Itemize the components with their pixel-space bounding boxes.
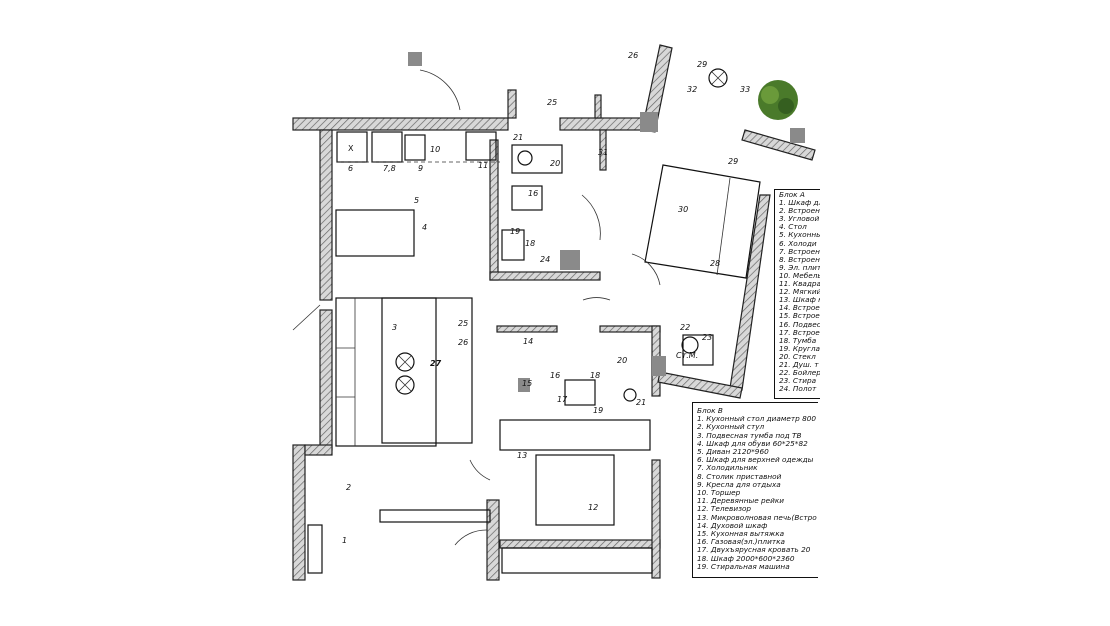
label: 6 xyxy=(348,164,353,173)
legend-item: 5. Диван 2120*960 xyxy=(697,447,769,457)
legend-item: 15. Встрое xyxy=(779,311,820,321)
legend-title: Блок В xyxy=(697,406,723,415)
label: 16 xyxy=(550,371,560,380)
label: 4 xyxy=(422,223,427,232)
legend-block-b: Блок В 1. Кухонный стол диаметр 800 2. К… xyxy=(692,402,818,578)
label: 13 xyxy=(517,451,527,460)
legend-item: 21. Душ. т xyxy=(779,359,819,369)
legend-item: 2. Встроен xyxy=(779,206,820,216)
label: 22 xyxy=(680,323,690,332)
label: 15 xyxy=(522,379,532,388)
legend-item: 23. Стира xyxy=(779,376,817,386)
legend-item: 13. Шкаф н xyxy=(779,295,820,305)
legend-item: 19. Кругла xyxy=(779,343,820,353)
legend-item: 5. Кухонны xyxy=(779,230,820,240)
armchair-icons xyxy=(395,68,728,402)
legend-item: 20. Стекл xyxy=(779,351,816,361)
legend-item: 7. Встроен xyxy=(779,246,820,256)
legend-item: 14. Духовой шкаф xyxy=(697,520,768,530)
label: 7,8 xyxy=(383,164,396,173)
legend-item: 1. Кухонный стол диаметр 800 xyxy=(697,414,817,424)
legend-title: Блок А xyxy=(779,190,805,199)
interior-lines xyxy=(292,69,761,574)
legend-item: 10. Мебель xyxy=(779,270,820,280)
label: 25 xyxy=(547,98,557,107)
legend-item: 15. Кухонная вытяжка xyxy=(697,529,785,539)
label: 21 xyxy=(636,398,646,407)
legend-item: 24. Полот xyxy=(779,384,817,394)
tree-icon xyxy=(758,80,798,120)
label: 27 xyxy=(430,359,442,368)
legend-item: 4. Стол xyxy=(779,222,807,232)
legend-item: 16. Подвес xyxy=(779,319,820,329)
label: 1 xyxy=(342,536,347,545)
legend-item: 9. Кресла для отдыха xyxy=(697,479,781,489)
label: X xyxy=(348,144,354,153)
legend-item: 19. Стиральная машина xyxy=(697,561,790,571)
label: 21 xyxy=(513,133,523,142)
legend-item: 18. Тумба xyxy=(779,335,817,345)
label: 18 xyxy=(590,371,600,380)
label: 26 xyxy=(628,51,638,60)
legend-item: 12. Телевизор xyxy=(697,504,752,514)
legend-item: 22. Бойлер xyxy=(779,368,820,378)
label: 10 xyxy=(430,145,440,154)
label: 14 xyxy=(523,337,533,346)
label: 30 xyxy=(678,205,688,214)
legend-item: 13. Микроволновая печь(Встро xyxy=(697,512,817,522)
legend-item: 3. Подвесная тумба под ТВ xyxy=(697,430,802,440)
label: 20 xyxy=(617,356,627,365)
label: 24 xyxy=(540,255,550,264)
label: 32 xyxy=(687,85,697,94)
label: 17 xyxy=(557,395,568,404)
legend-item: 10. Торшер xyxy=(697,488,741,498)
legend-item: 17. Двухъярусная кровать 20 xyxy=(697,545,811,555)
legend-item: 11. Квадра xyxy=(779,279,820,289)
label: 19 xyxy=(593,406,603,415)
legend-item: 6. Шкаф для верхней одежды xyxy=(697,455,814,465)
legend-item: 7. Холодильник xyxy=(697,463,758,473)
legend-item: 12. Мягкий xyxy=(779,287,820,297)
label: 19 xyxy=(510,227,520,236)
label: 16 xyxy=(528,189,538,198)
legend-item: 8. Встроен xyxy=(779,254,820,264)
label: 29 xyxy=(728,157,738,166)
label: 9 xyxy=(418,164,423,173)
legend-item: 16. Газовая(эл.)плитка xyxy=(697,537,785,547)
legend-item: 14. Встрое xyxy=(779,303,820,313)
label: 3 xyxy=(392,323,397,332)
legend-item: 17. Встрое xyxy=(779,327,820,337)
legend-item: 2. Кухонный стул xyxy=(697,422,765,432)
legend-item: 11. Деревянные рейки xyxy=(697,496,785,506)
label: 26 xyxy=(458,338,468,347)
label: 12 xyxy=(588,503,598,512)
legend-item: 4. Шкаф для обуви 60*25*82 xyxy=(697,438,808,448)
label: 2 xyxy=(346,483,351,492)
label: 29 xyxy=(697,60,707,69)
legend-item: 3. Угловой xyxy=(779,214,820,224)
walls xyxy=(292,44,816,581)
legend-item: 8. Столик приставной xyxy=(697,471,782,481)
label: Ст.М. xyxy=(676,351,698,360)
legend-item: 1. Шкаф дл xyxy=(779,198,820,208)
label: 18 xyxy=(525,239,535,248)
label: 5 xyxy=(414,196,419,205)
label: 11 xyxy=(478,161,488,170)
legend-block-a: Блок А 1. Шкаф дл 2. Встроен 3. Угловой … xyxy=(774,189,820,399)
legend-item: 9. Эл. плит xyxy=(779,262,820,272)
shaded-fixtures xyxy=(408,52,805,392)
label: 20 xyxy=(550,159,560,168)
label: 28 xyxy=(710,259,720,268)
plan-labels: 1 2 3 4 5 6 7,8 9 10 11 12 13 14 15 16 1… xyxy=(342,51,750,545)
label: 33 xyxy=(740,85,750,94)
label: 31 xyxy=(598,148,608,157)
legend-item: 6. Холоди xyxy=(779,238,817,248)
label: 23 xyxy=(702,333,712,342)
label: 25 xyxy=(458,319,468,328)
legend-item: 18. Шкаф 2000*600*2360 xyxy=(697,553,795,563)
